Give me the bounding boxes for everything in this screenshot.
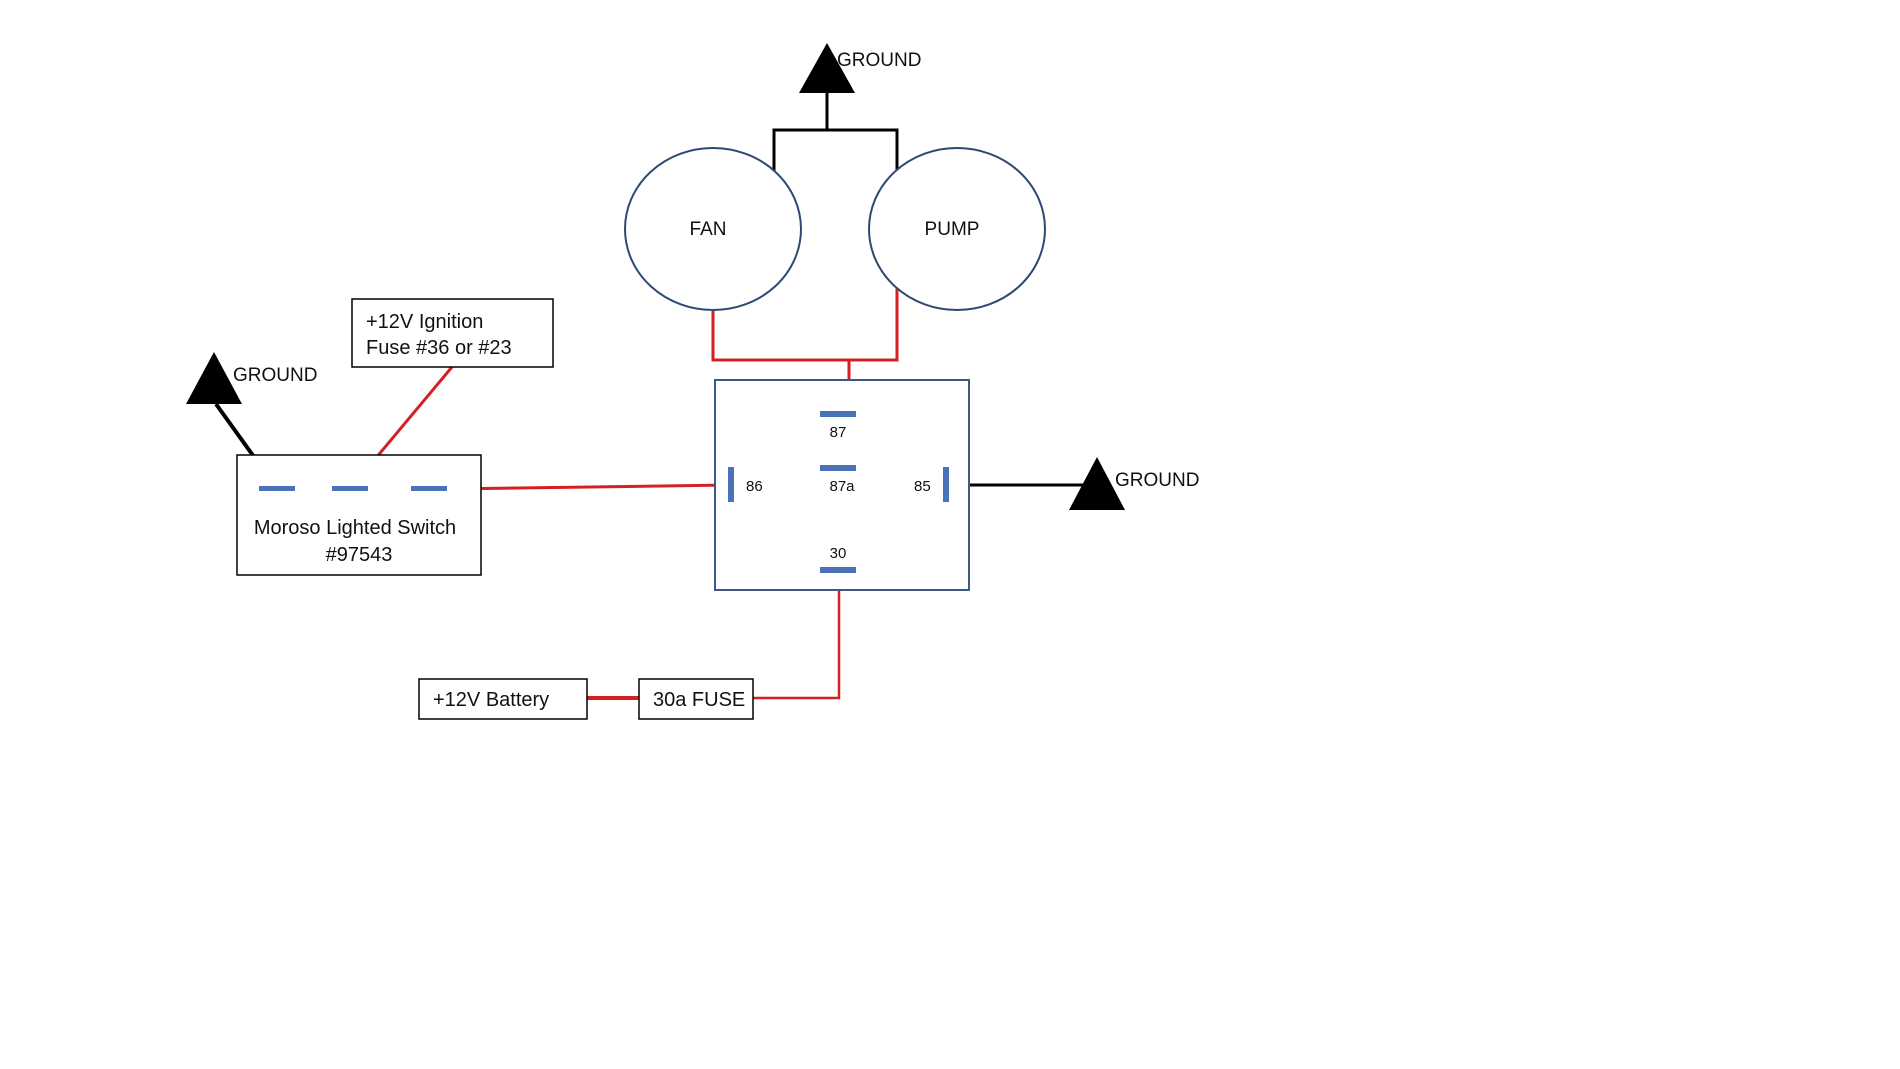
top-ground: GROUND bbox=[799, 43, 921, 93]
pump-label: PUMP bbox=[925, 219, 980, 240]
ground-icon bbox=[186, 352, 242, 404]
left-ground: GROUND bbox=[186, 352, 317, 404]
ignition-line1: +12V Ignition bbox=[366, 311, 483, 333]
top-ground-wires bbox=[772, 90, 899, 172]
relay-pin-86 bbox=[728, 467, 734, 502]
relay-30-to-fuse-wire bbox=[753, 570, 841, 700]
pump-load: PUMP bbox=[868, 147, 1046, 311]
relay-pin-86-label: 86 bbox=[746, 478, 763, 495]
right-ground-label: GROUND bbox=[1115, 470, 1199, 491]
battery-label: +12V Battery bbox=[433, 689, 549, 711]
fuse-box: 30a FUSE bbox=[638, 678, 754, 720]
relay-pin-87 bbox=[820, 411, 856, 417]
relay: 87 87a 86 85 30 bbox=[714, 379, 970, 591]
switch-terminal-output bbox=[411, 486, 447, 491]
switch-to-relay-86-wire bbox=[447, 483, 732, 491]
fuse-label: 30a FUSE bbox=[653, 689, 745, 711]
switch-line1: Moroso Lighted Switch bbox=[254, 517, 456, 539]
moroso-switch: Moroso Lighted Switch #97543 bbox=[236, 454, 482, 576]
relay-pin-30 bbox=[820, 567, 856, 573]
relay-pin-30-label: 30 bbox=[830, 545, 847, 562]
ignition-box: +12V Ignition Fuse #36 or #23 bbox=[351, 298, 554, 368]
switch-terminal-power bbox=[332, 486, 368, 491]
switch-line2: #97543 bbox=[326, 544, 393, 566]
relay-pin-85-label: 85 bbox=[914, 478, 931, 495]
ground-icon bbox=[799, 43, 855, 93]
ground-icon bbox=[1069, 457, 1125, 510]
relay-pin-87a-label: 87a bbox=[829, 478, 855, 495]
top-ground-label: GROUND bbox=[837, 50, 921, 71]
relay-pin-87a bbox=[820, 465, 856, 471]
relay-pin-85 bbox=[943, 467, 949, 502]
relay-pin-87-label: 87 bbox=[830, 424, 847, 441]
fan-label: FAN bbox=[690, 219, 727, 240]
battery-box: +12V Battery bbox=[418, 678, 588, 720]
fan-load: FAN bbox=[624, 147, 802, 311]
ignition-line2: Fuse #36 or #23 bbox=[366, 337, 512, 359]
right-ground: GROUND bbox=[1069, 457, 1199, 510]
switch-terminal-ground bbox=[259, 486, 295, 491]
left-ground-label: GROUND bbox=[233, 365, 317, 386]
